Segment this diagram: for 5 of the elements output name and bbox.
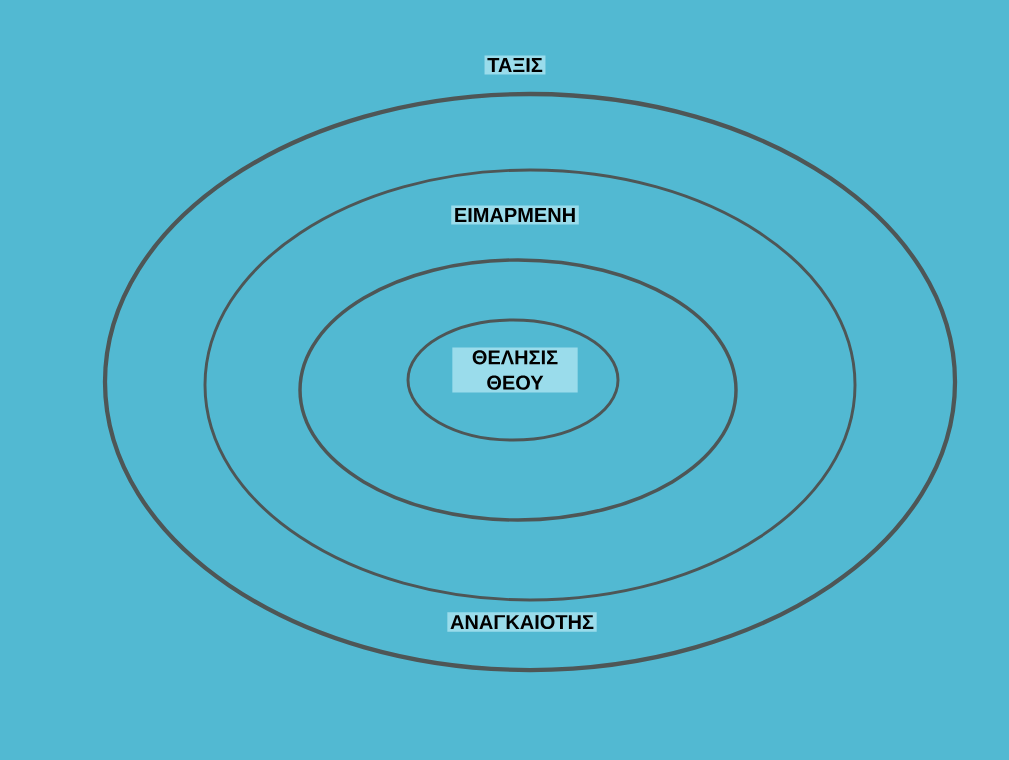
text-label: ΘΕΛΗΣΙΣ ΘΕΟΥ [452,347,578,393]
ellipse [298,258,738,522]
text-label: ΤΑΞΙΣ [484,55,546,75]
text-label: ΕΙΜΑΡΜΕΝΗ [451,205,579,225]
text-label: ΑΝΑΓΚΑΙΟΤΗΣ [447,612,597,632]
